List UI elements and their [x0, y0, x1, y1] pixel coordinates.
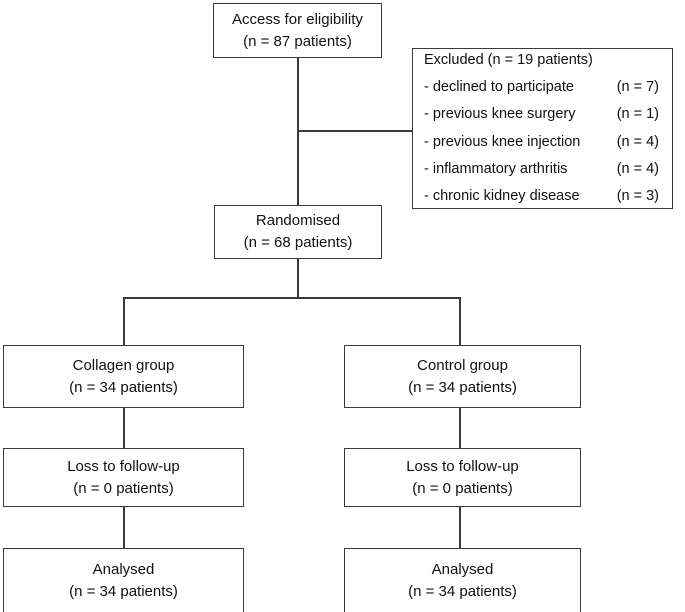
node-control-line2: (n = 34 patients) [408, 378, 517, 396]
node-loss-left-line1: Loss to follow-up [67, 457, 180, 475]
excluded-reason-count: (n = 4) [616, 160, 659, 177]
connector-collagen-to-loss [123, 408, 125, 449]
excluded-reason-item: - previous knee surgery (n = 1) [424, 101, 672, 128]
excluded-reason-item: - previous knee injection (n = 4) [424, 129, 672, 156]
node-analysed-right-line2: (n = 34 patients) [408, 583, 517, 600]
node-eligibility-line1: Access for eligibility [232, 10, 363, 28]
connector-allocation-split-bar [123, 297, 460, 299]
node-excluded-heading: Excluded (n = 19 patients) [424, 51, 593, 68]
excluded-reason-item: - declined to participate (n = 7) [424, 74, 672, 101]
excluded-reason-label: - previous knee injection [424, 133, 581, 150]
excluded-reason-item: - inflammatory arthritis (n = 4) [424, 156, 672, 183]
node-excluded: Excluded (n = 19 patients) - declined to… [412, 48, 673, 209]
node-randomised-line1: Randomised [255, 212, 341, 230]
node-collagen-line1: Collagen group [72, 356, 175, 374]
node-analysed-left-line1: Analysed [92, 561, 155, 579]
node-eligibility-line2: (n = 87 patients) [243, 32, 352, 50]
node-loss-right-line2: (n = 0 patients) [412, 479, 513, 497]
connector-split-to-control-group [459, 297, 461, 346]
excluded-reason-item: - chronic kidney disease (n = 3) [424, 183, 672, 210]
excluded-reason-count: (n = 1) [616, 106, 659, 123]
node-loss-left-line2: (n = 0 patients) [73, 479, 174, 497]
node-analysed-collagen: Analysed (n = 34 patients) [3, 548, 244, 612]
node-randomised-line2: (n = 68 patients) [243, 234, 353, 251]
excluded-reason-label: - chronic kidney disease [424, 188, 580, 204]
excluded-reason-label: - inflammatory arthritis [424, 160, 568, 177]
node-collagen-line2: (n = 34 patients) [69, 378, 178, 396]
excluded-reason-count: (n = 4) [616, 133, 659, 150]
node-analysed-left-line2: (n = 34 patients) [69, 583, 178, 600]
connector-split-to-collagen-group [123, 297, 125, 346]
node-analysed-control: Analysed (n = 34 patients) [344, 548, 581, 612]
node-control-line1: Control group [417, 356, 508, 374]
connector-to-excluded-box [297, 130, 413, 132]
node-loss-to-followup-collagen: Loss to follow-up (n = 0 patients) [3, 448, 244, 507]
connector-control-to-loss [459, 408, 461, 449]
node-collagen-group: Collagen group (n = 34 patients) [3, 345, 244, 408]
excluded-reason-list: - declined to participate (n = 7) - prev… [424, 74, 672, 210]
excluded-reason-label: - declined to participate [424, 79, 574, 95]
connector-loss-to-analysed-left [123, 507, 125, 549]
node-control-group: Control group (n = 34 patients) [344, 345, 581, 408]
connector-randomised-to-split [297, 258, 299, 298]
excluded-reason-count: (n = 7) [616, 79, 659, 95]
excluded-reason-label: - previous knee surgery [424, 106, 576, 123]
node-analysed-right-line1: Analysed [431, 561, 494, 579]
connector-loss-to-analysed-right [459, 507, 461, 549]
node-randomised: Randomised (n = 68 patients) [214, 205, 382, 259]
node-access-for-eligibility: Access for eligibility (n = 87 patients) [213, 3, 382, 58]
excluded-reason-count: (n = 3) [616, 188, 659, 204]
node-loss-to-followup-control: Loss to follow-up (n = 0 patients) [344, 448, 581, 507]
node-loss-right-line1: Loss to follow-up [406, 457, 519, 475]
